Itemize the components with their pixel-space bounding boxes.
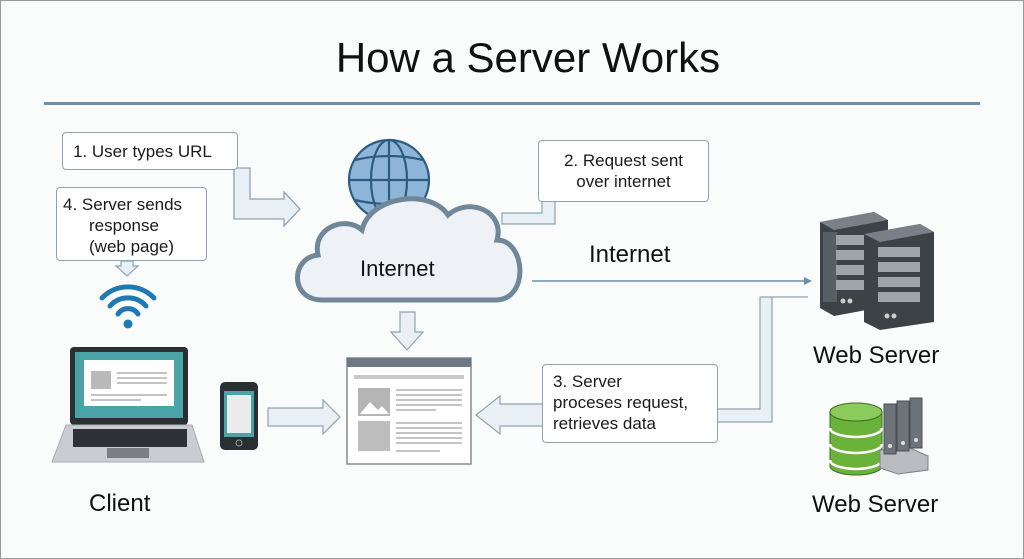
web-server-label-bottom: Web Server — [812, 491, 939, 518]
page-title: How a Server Works — [335, 34, 721, 81]
step4-line3: (web page) — [89, 237, 175, 256]
wifi-icon — [99, 284, 157, 329]
step2-line1: 2. Request sent — [563, 151, 684, 170]
arrow-client-to-browser — [267, 398, 341, 436]
callout-step2: 2. Request sent over internet — [538, 140, 709, 202]
phone-icon — [220, 382, 258, 450]
arrow-step4 — [114, 260, 140, 277]
callout-step1: 1. User types URL — [62, 132, 238, 170]
title-divider — [44, 102, 980, 105]
laptop-icon — [51, 347, 205, 463]
arrow-step2 — [501, 199, 556, 225]
callout-step3: 3. Server proceses request, retrieves da… — [542, 364, 718, 443]
step4-line1: 4. Server sends — [63, 195, 183, 214]
callout-step4: 4. Server sends response (web page) — [56, 187, 207, 261]
arrow-step1 — [233, 167, 301, 228]
binder-icon — [879, 397, 929, 475]
web-server-label-top: Web Server — [813, 342, 940, 369]
arrow-to-browser — [475, 394, 546, 436]
database-icon — [828, 402, 884, 476]
step4-line2: response — [89, 216, 159, 235]
arrow-server-return — [715, 296, 808, 423]
step2-line2: over internet — [576, 172, 671, 191]
cloud-label: Internet — [360, 256, 435, 281]
client-label: Client — [89, 490, 151, 517]
browser-page-icon — [346, 357, 472, 465]
server-rack-icon — [820, 212, 934, 330]
arrow-cloud-down — [389, 311, 425, 351]
step3-line3: retrieves data — [553, 414, 656, 433]
cloud-icon — [295, 196, 523, 303]
internet-connection-line — [532, 277, 812, 285]
step3-line2: proceses request, — [553, 393, 689, 412]
connection-label: Internet — [589, 241, 671, 268]
step1-text: 1. User types URL — [73, 142, 212, 161]
step3-line1: 3. Server — [553, 372, 622, 391]
